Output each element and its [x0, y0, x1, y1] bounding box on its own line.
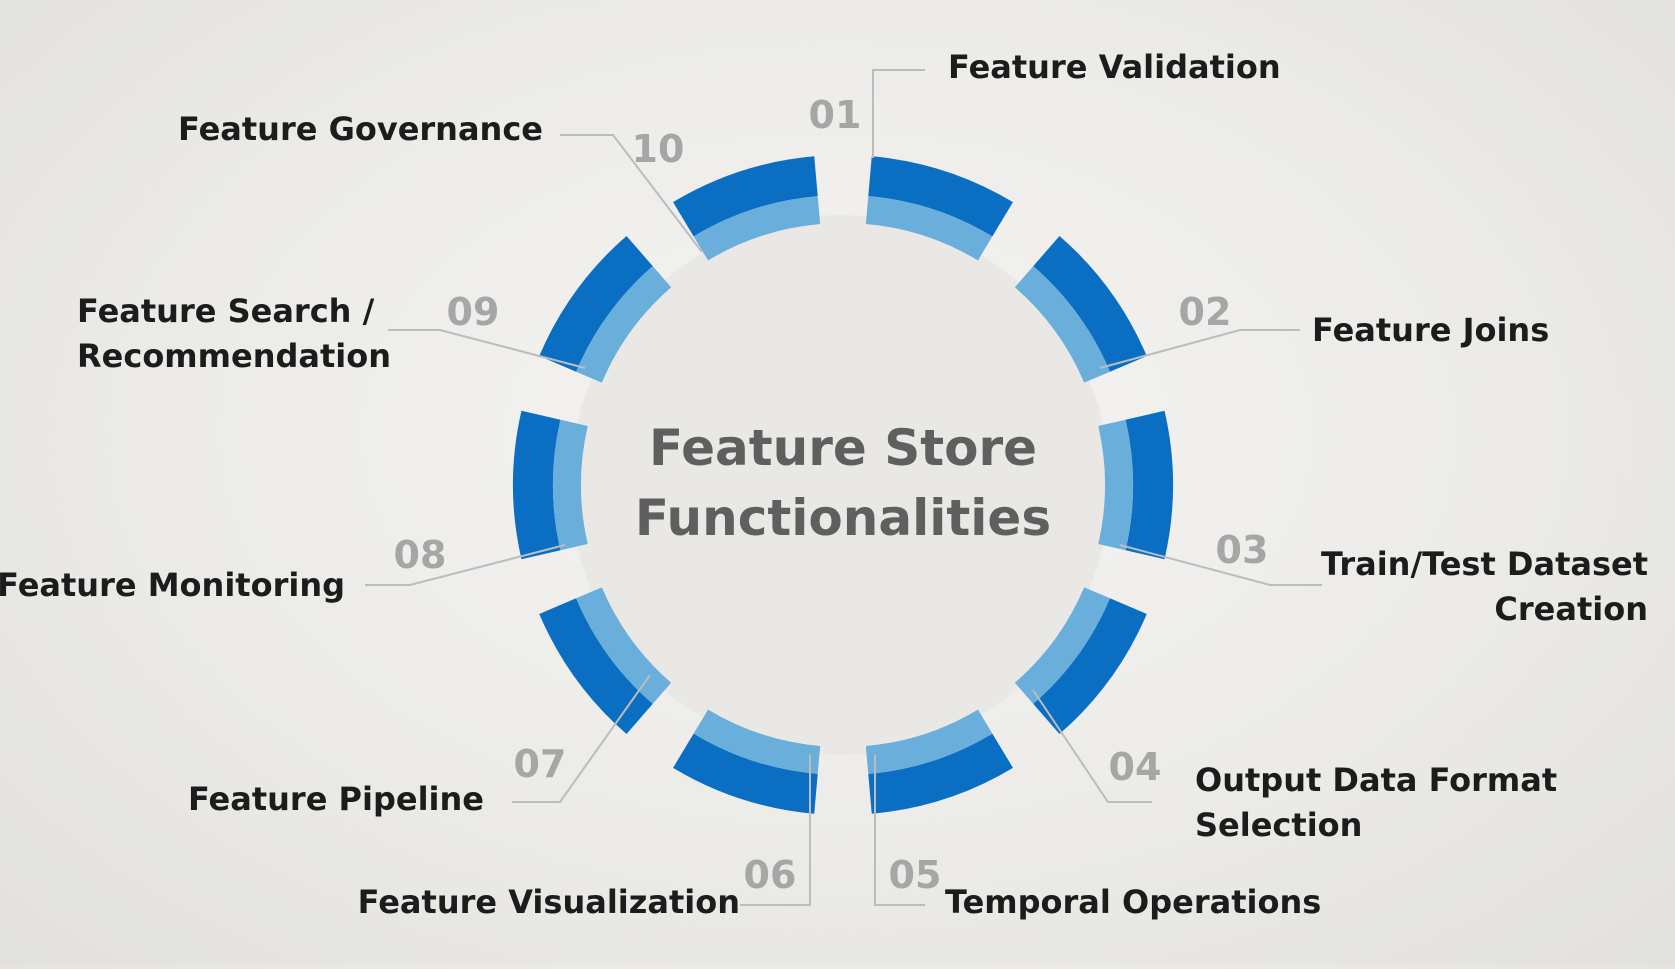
leader-line-08 — [365, 544, 566, 586]
ring-segment-08-inner — [552, 419, 588, 551]
ring-segment-05-outer — [868, 733, 1013, 814]
leader-line-02 — [1099, 329, 1300, 369]
item-number-09: 09 — [447, 290, 500, 334]
item-number-10: 10 — [632, 127, 685, 171]
item-label-02: Feature Joins — [1312, 311, 1549, 349]
item-label-07: Feature Pipeline — [188, 780, 484, 818]
leader-line-05 — [874, 755, 925, 906]
ring-segment-02-outer — [1033, 235, 1147, 372]
item-number-04: 04 — [1109, 745, 1162, 789]
ring-segment-09-inner — [576, 266, 672, 383]
ring-segment-08-outer — [513, 410, 561, 560]
item-number-07: 07 — [514, 742, 567, 786]
leader-line-10 — [560, 134, 703, 253]
ring-segment-06-inner — [693, 709, 821, 774]
item-label-05: Temporal Operations — [945, 883, 1321, 921]
leader-line-04 — [1032, 689, 1152, 803]
center-title-line1: Feature Store — [649, 419, 1037, 477]
leader-lines — [365, 69, 1322, 906]
leader-line-01 — [872, 69, 925, 158]
item-number-01: 01 — [809, 93, 862, 137]
item-label-09-line2: Recommendation — [77, 337, 391, 375]
item-label-04-line1: Output Data Format — [1195, 761, 1557, 799]
ring-segment-04-outer — [1033, 598, 1147, 735]
ring-segment-10-outer — [673, 156, 818, 237]
ring-segment-07-outer — [539, 598, 653, 735]
center-title-line2: Functionalities — [635, 489, 1051, 547]
ring-segment-04-inner — [1014, 587, 1110, 704]
item-label-03-line2: Creation — [1494, 590, 1648, 628]
item-label-03-line1: Train/Test Dataset — [1321, 545, 1648, 583]
ring-segment-06-outer — [673, 733, 818, 814]
ring-segment-01-inner — [865, 196, 993, 261]
ring-segment-07-inner — [576, 587, 672, 704]
item-label-06: Feature Visualization — [358, 883, 740, 921]
ring-segment-03-outer — [1125, 410, 1173, 560]
item-number-08: 08 — [394, 533, 447, 577]
item-label-04-line2: Selection — [1195, 806, 1362, 844]
leader-line-09 — [388, 329, 586, 369]
item-label-10: Feature Governance — [178, 110, 543, 148]
item-number-05: 05 — [889, 853, 942, 897]
leader-line-03 — [1119, 544, 1322, 586]
ring-segment-10-inner — [693, 196, 821, 261]
item-number-03: 03 — [1216, 528, 1269, 572]
center-disk — [570, 215, 1110, 755]
ring-segment-05-inner — [865, 709, 993, 774]
item-number-02: 02 — [1179, 290, 1232, 334]
item-label-09-line1: Feature Search / — [77, 292, 375, 330]
ring-segment-09-outer — [539, 235, 653, 372]
ring-segments — [513, 156, 1173, 814]
leader-line-06 — [740, 755, 811, 906]
ring-segment-01-outer — [868, 156, 1013, 237]
item-label-01: Feature Validation — [948, 48, 1281, 86]
item-number-06: 06 — [744, 853, 797, 897]
ring-segment-03-inner — [1098, 419, 1134, 551]
leader-line-07 — [512, 674, 651, 803]
ring-segment-02-inner — [1014, 266, 1110, 383]
item-label-08: Feature Monitoring — [0, 566, 345, 604]
